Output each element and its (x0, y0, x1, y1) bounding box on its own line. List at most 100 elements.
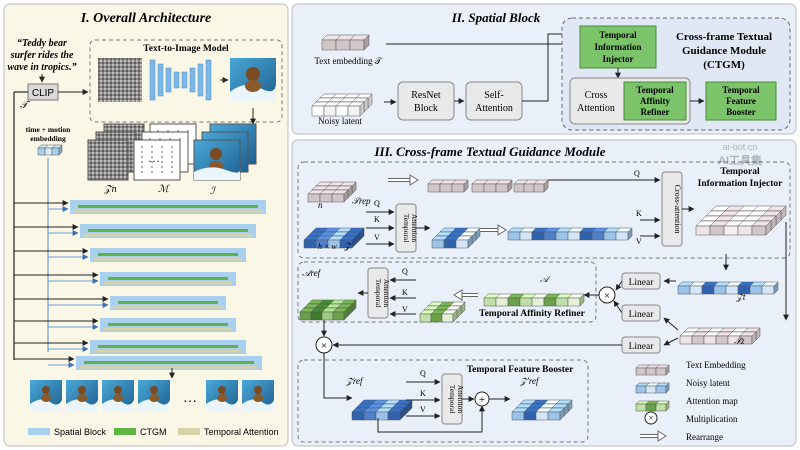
zrefp-cell (535, 411, 549, 421)
textemb-cell (349, 39, 365, 51)
lgte-side (665, 364, 670, 376)
temporal-bar (114, 306, 222, 309)
rearrange-arrow-3 (453, 289, 478, 301)
ctgm-legend: Text Embedding Noisy latent Attention ma… (635, 360, 746, 442)
ta3-line-1: Temporal (448, 385, 457, 414)
q-label-ta2: Q (402, 267, 408, 276)
aflat-side (579, 293, 585, 307)
acube-cell (441, 313, 454, 323)
ctgm-bar (98, 345, 238, 348)
resnet-line-2: Block (414, 103, 438, 114)
frame-wave (30, 399, 62, 412)
watermark: ai-bot.cn AI工具集 (718, 142, 763, 167)
unet-bar (189, 67, 196, 93)
frame-bear-body (41, 394, 51, 402)
linear-block-2 (621, 304, 661, 322)
m-dots: … (148, 151, 160, 165)
frame-bear-body (113, 394, 123, 402)
noisy-cell (323, 105, 337, 117)
zflat-cell (579, 231, 593, 241)
t-label: 𝒯 (20, 100, 31, 111)
panel-spatial-block: II. Spatial Block Text embedding 𝒯 Noisy… (291, 3, 797, 135)
aflat-cell (483, 297, 497, 307)
q-label-tii: Q (634, 169, 640, 178)
trep-side (343, 189, 349, 203)
ctgm-bar (84, 361, 254, 364)
stack-i (193, 123, 257, 181)
aflat-cell (531, 297, 545, 307)
qkv-tar: Q K V (402, 267, 408, 314)
z-flat (507, 227, 633, 241)
unet-bar (181, 71, 188, 89)
tiiout-cell (695, 225, 711, 236)
frame-bear-body (77, 394, 87, 402)
unet-bar (149, 59, 156, 101)
z-cube (303, 227, 365, 249)
trepflat-c-side (543, 179, 549, 193)
lgam-cell (655, 403, 667, 412)
trepflat-a-cell (427, 183, 441, 193)
lgnl-cell (635, 385, 647, 394)
z-cell (303, 239, 317, 249)
ctgm-title-line-1: Cross-frame Textual (676, 31, 772, 43)
k-label-ta2: K (402, 288, 408, 297)
zta-side (467, 235, 473, 249)
trep-cube (307, 181, 357, 203)
tz-cube (679, 327, 761, 345)
aflat-cell (567, 297, 581, 307)
acube-side (452, 309, 458, 323)
tz-label: 𝒯z (734, 336, 745, 346)
watermark-url: ai-bot.cn (723, 142, 758, 152)
prompt-line-3: wave in tropics.” (7, 62, 76, 73)
zflat-cell (603, 231, 617, 241)
zta-cell (431, 239, 445, 249)
legend-noisy-latent-icon (635, 382, 670, 394)
noise-image (98, 58, 142, 102)
tiiout-cell (723, 225, 739, 236)
tfb-line-3: Booster (726, 107, 756, 117)
tii-line-3: Injector (603, 54, 634, 64)
legend-rearrange-icon (640, 430, 667, 442)
noisy-latent-cube (311, 93, 373, 117)
noisy-cell (311, 105, 325, 117)
ta2-line-1: Temporal (374, 279, 383, 308)
tii-title-line-2: Information Injector (698, 179, 783, 189)
legend-attention-map-icon (635, 400, 670, 412)
trepflat-b-side (507, 179, 513, 193)
zt-cell (749, 285, 763, 295)
t2i-box (89, 39, 283, 123)
legend-text-embedding-label: Text Embedding (686, 360, 746, 370)
zflat-cell (519, 231, 533, 241)
trep-cell (331, 193, 345, 203)
frame-bear-head (42, 386, 50, 394)
embed-cell (51, 147, 60, 156)
clip-label: CLIP (32, 88, 55, 99)
trep-label: 𝒯rep (352, 196, 371, 206)
acube-cell (430, 313, 443, 323)
zt-cell (761, 285, 775, 295)
multiply-symbol-2: × (321, 340, 327, 352)
frame-bear-head (254, 386, 262, 394)
noisy-cell (347, 105, 361, 117)
i-label: ℐ (210, 186, 217, 197)
legend-multiplication-icon (644, 411, 658, 425)
aflat-cell (495, 297, 509, 307)
rearrange-arrow-2 (480, 224, 507, 236)
zta-cell (455, 239, 469, 249)
text-embedding-label: Text embedding 𝒯 (314, 56, 382, 66)
legend-spatial-label: Spatial Block (54, 427, 107, 437)
z-label: 𝒵 (343, 241, 353, 251)
lgam-side (665, 400, 670, 412)
frame-wave (138, 399, 170, 412)
qkv-tfb: Q K V (420, 369, 426, 414)
embed-label: time + motion embedding (26, 125, 72, 143)
cross-attn-line-2: Attention (577, 103, 615, 114)
frame-wave (242, 399, 274, 412)
v-label-ta2: V (402, 305, 408, 314)
zflat-cell (591, 231, 605, 241)
ctgm-bar (78, 205, 258, 208)
frame-wave (206, 399, 238, 412)
attention-map-flat (483, 293, 585, 307)
embed-side (58, 144, 63, 156)
